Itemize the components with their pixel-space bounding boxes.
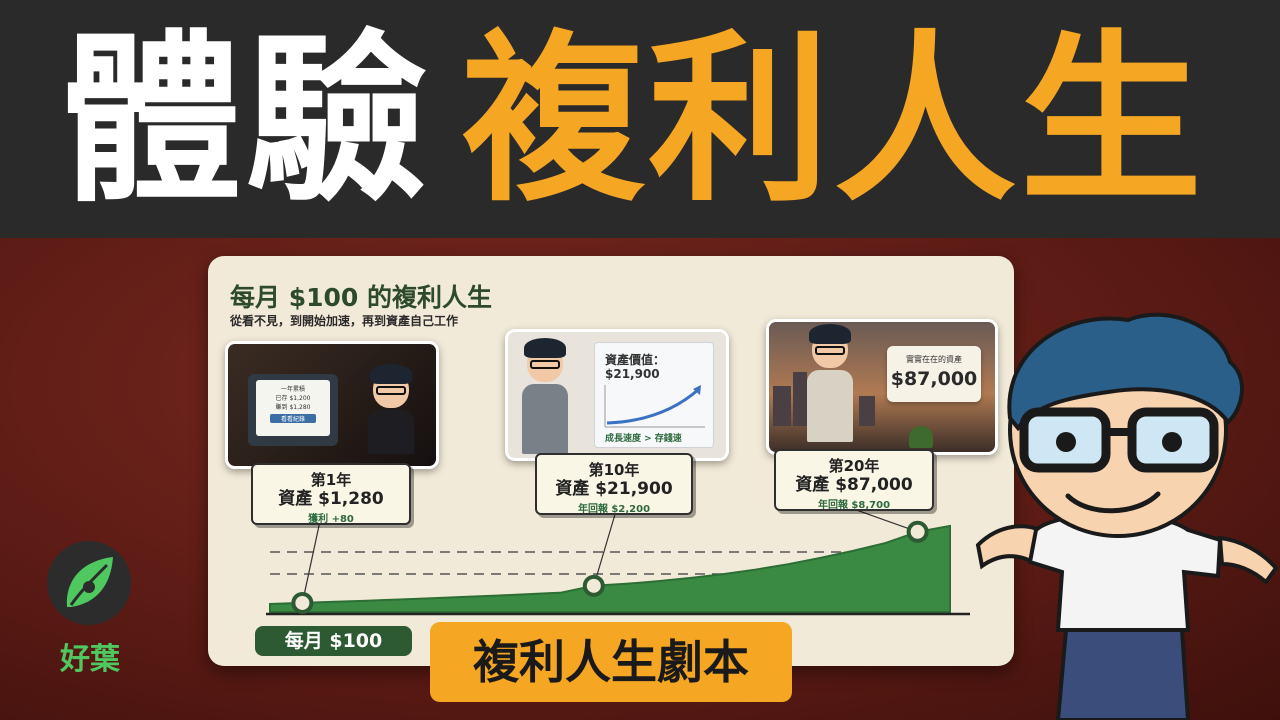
milestone-year-1: 第1年 資產 $1,280 獲利 +80: [251, 463, 411, 525]
milestone-marker: [582, 574, 605, 597]
card-title: 每月 $100 的複利人生: [230, 283, 492, 312]
milestone-pointer: [847, 506, 918, 533]
milestone-asset: 資產 $1,280: [278, 489, 384, 509]
leaf-logo-icon: [47, 541, 131, 625]
milestone-year-10: 第10年 資產 $21,900 年回報 $2,200: [535, 453, 693, 515]
scene-year-1-image: 一年累積 已存 $1,200 賺到 $1,280 看看紀錄: [225, 341, 439, 469]
growth-arrow-icon: [604, 385, 705, 428]
milestone-note: 年回報 $2,200: [577, 503, 651, 515]
headline-banner: [0, 0, 1280, 238]
screen-line: 一年累積: [280, 386, 305, 393]
panel-value: $21,900: [605, 367, 660, 381]
person-figure: [368, 364, 414, 454]
laptop-icon: 一年累積 已存 $1,200 賺到 $1,280 看看紀錄: [248, 374, 338, 446]
card-subtitle: 從看不見，到開始加速，再到資產自己工作: [230, 314, 459, 328]
growth-area: [269, 524, 951, 613]
asset-value-card: 實實在在的資產 $87,000: [887, 346, 981, 402]
milestone-pointer: [593, 510, 617, 586]
milestone-note: 年回報 $8,700: [817, 499, 891, 511]
panel-label: 資產價值：: [605, 353, 666, 367]
city-skyline: [769, 370, 995, 426]
milestone-year-20: 第20年 資產 $87,000 年回報 $8,700: [774, 449, 934, 511]
asset-value-amount: $87,000: [890, 368, 978, 390]
person-figure: [807, 324, 853, 442]
laptop-screen: 一年累積 已存 $1,200 賺到 $1,280 看看紀錄: [256, 380, 330, 436]
screen-line: 賺到 $1,280: [275, 404, 311, 411]
milestone-pointer: [301, 520, 321, 604]
milestone-asset: 資產 $87,000: [795, 475, 913, 495]
headline: 體驗 複利人生: [60, 20, 1206, 220]
milestone-asset: 資產 $21,900: [555, 479, 673, 499]
person-figure: [522, 338, 568, 454]
headline-part-1: 體驗: [60, 14, 432, 226]
milestone-marker: [291, 591, 314, 614]
plant-icon: [909, 426, 933, 448]
infographic-card: 每月 $100 的複利人生 從看不見，到開始加速，再到資產自己工作 一年累積 已…: [208, 256, 1014, 666]
milestone-year: 第1年: [310, 471, 352, 489]
script-title-badge: 複利人生劇本: [430, 622, 792, 702]
milestone-note: 獲利 +80: [308, 513, 354, 525]
monthly-amount-pill: 每月 $100: [255, 626, 412, 656]
screen-line: 已存 $1,200: [275, 395, 311, 402]
milestone-marker: [906, 520, 929, 543]
asset-value-label: 實實在在的資產: [906, 355, 962, 364]
asset-value-panel: 資產價值： $21,900 成長速度 > 存錢速: [594, 342, 714, 448]
scene-year-10-image: 資產價值： $21,900 成長速度 > 存錢速: [505, 329, 729, 461]
screen-button: 看看紀錄: [270, 414, 316, 423]
mascot-character: [975, 312, 1279, 720]
milestone-year: 第20年: [828, 457, 880, 475]
scene-year-20-image: 實實在在的資產 $87,000: [766, 319, 998, 455]
headline-part-2: 複利人生: [462, 14, 1206, 226]
logo-text: 好葉: [60, 642, 120, 677]
milestone-year: 第10年: [588, 461, 640, 479]
panel-footer: 成長速度 > 存錢速: [605, 434, 682, 444]
growth-chart: [266, 506, 970, 616]
